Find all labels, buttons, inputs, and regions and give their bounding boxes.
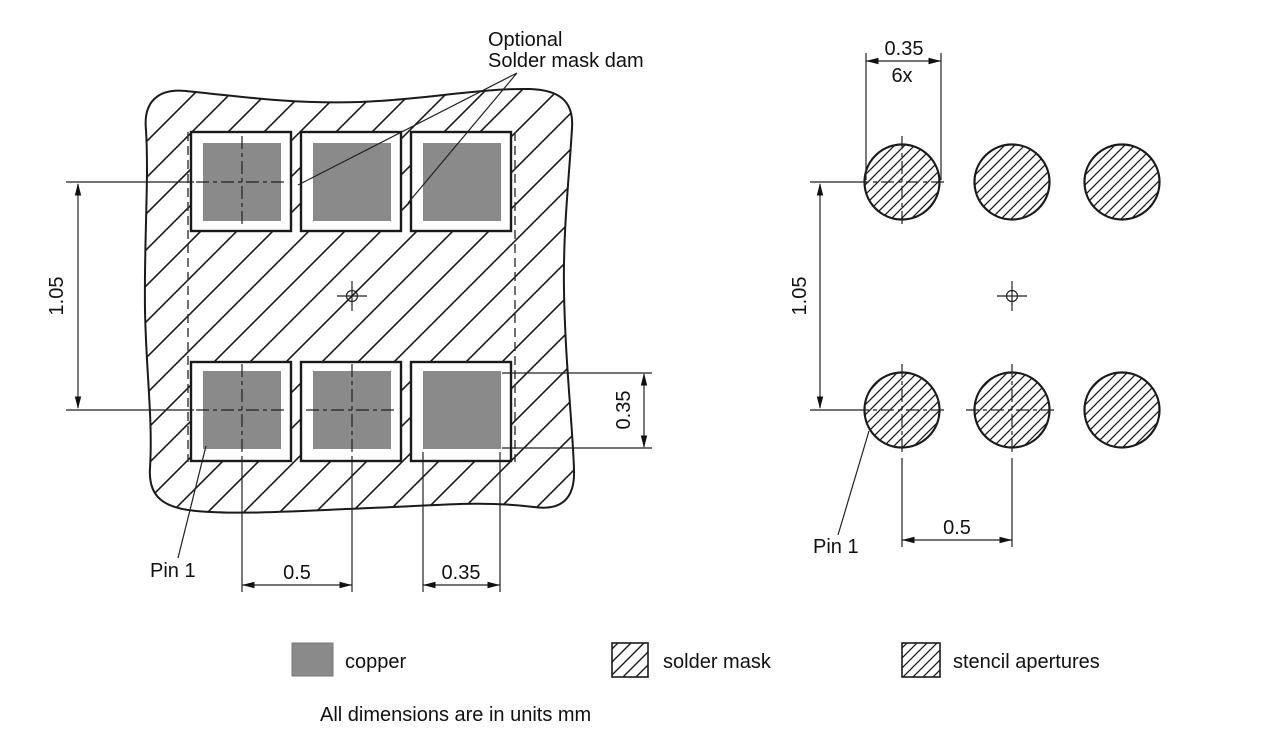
dim-right-horizontal-pitch: 0.5: [901, 458, 1013, 547]
legend: copper solder mask stencil apertures All…: [291, 642, 1100, 726]
dim-left-pad-width: 0.35: [422, 452, 501, 592]
pin1-callout-right: Pin 1: [813, 430, 870, 558]
dim-text-aperture-count: 6x: [891, 65, 912, 87]
pin1-callout-left: Pin 1: [150, 445, 207, 582]
pad5-centerlines: [306, 364, 398, 458]
aperture4-centerlines: [856, 364, 948, 456]
legend-swatch-copper: [291, 642, 334, 677]
dim-left-vertical-pitch: 1.05: [46, 181, 194, 411]
legend-label-solder-mask: solder mask: [663, 651, 772, 673]
copper-pad2: [313, 143, 391, 221]
aperture6: [1083, 371, 1161, 449]
center-mark-right: [997, 281, 1027, 311]
center-mark-left: [337, 281, 367, 311]
aperture3: [1083, 143, 1161, 221]
stencil-figure: 0.35 6x 1.05 0.5 Pin 1: [789, 38, 1161, 558]
legend-swatch-solder-mask: [611, 642, 649, 678]
dim-left-horizontal-pitch: 0.5: [241, 458, 353, 592]
pin1-label-right: Pin 1: [813, 536, 859, 558]
dim-text-vertical-pitch-left: 1.05: [46, 277, 68, 316]
dim-right-vertical-pitch: 1.05: [789, 181, 856, 411]
dim-text-horizontal-pitch-left: 0.5: [283, 562, 311, 584]
pad4-centerlines: [196, 364, 288, 458]
dim-text-vertical-pitch-right: 1.05: [789, 277, 811, 316]
copper-pad3: [423, 143, 501, 221]
aperture1-centerlines: [856, 136, 948, 228]
land-pattern-figure: 1.05 0.5 0.35 0.35 Optional Solder m: [46, 29, 652, 592]
legend-swatch-stencil: [901, 642, 941, 678]
dim-left-pad-height: 0.35: [502, 372, 652, 449]
pad1-centerlines: [196, 136, 288, 228]
aperture5-centerlines: [966, 364, 1058, 456]
callout-optional-line2: Solder mask dam: [488, 50, 644, 72]
dim-text-aperture-diameter: 0.35: [885, 38, 924, 60]
copper-pad6: [423, 371, 501, 449]
solder-mask-dam-callout: Optional Solder mask dam: [297, 29, 644, 204]
dim-text-horizontal-pitch-right: 0.5: [943, 517, 971, 539]
legend-label-copper: copper: [345, 651, 406, 673]
dim-text-pad-height: 0.35: [613, 391, 635, 430]
dim-right-aperture-diameter: 0.35 6x: [865, 38, 942, 180]
legend-label-stencil: stencil apertures: [953, 651, 1100, 673]
dim-text-pad-width: 0.35: [442, 562, 481, 584]
units-note: All dimensions are in units mm: [320, 704, 591, 726]
callout-optional-line1: Optional: [488, 29, 563, 51]
pin1-label-left: Pin 1: [150, 560, 196, 582]
aperture2: [973, 143, 1051, 221]
